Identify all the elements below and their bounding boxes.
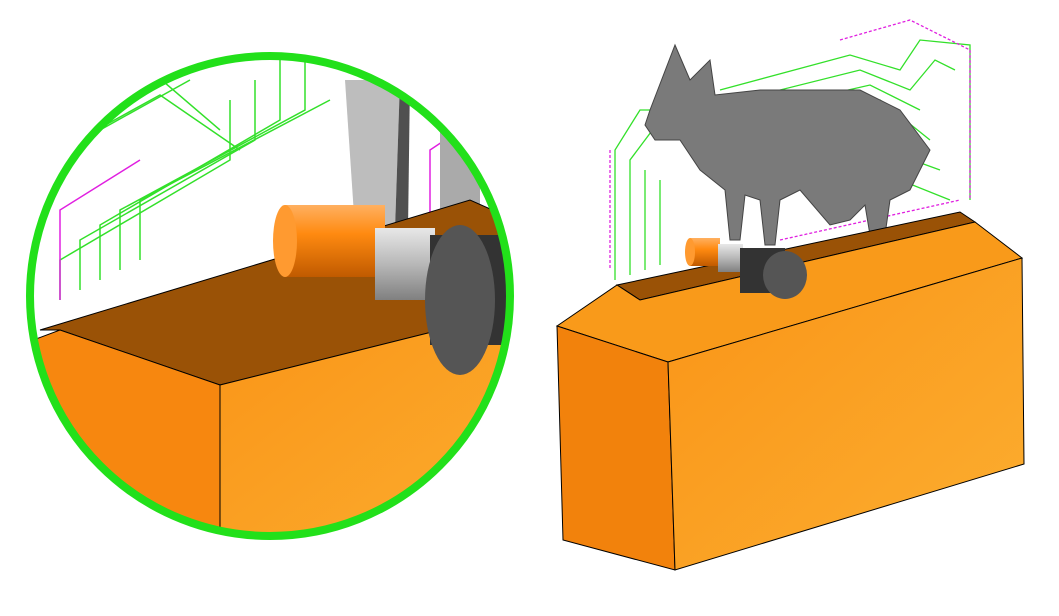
cutting-tool [685,238,807,299]
stock-front [556,325,676,571]
magnified-detail-view [26,52,514,540]
magnifier-ring [26,52,514,540]
wolf-model [644,43,931,246]
stock-side [667,257,1025,571]
wolf-leg-detail [345,80,480,230]
cutting-tool-detail [273,205,510,375]
main-3d-view [555,19,1025,571]
